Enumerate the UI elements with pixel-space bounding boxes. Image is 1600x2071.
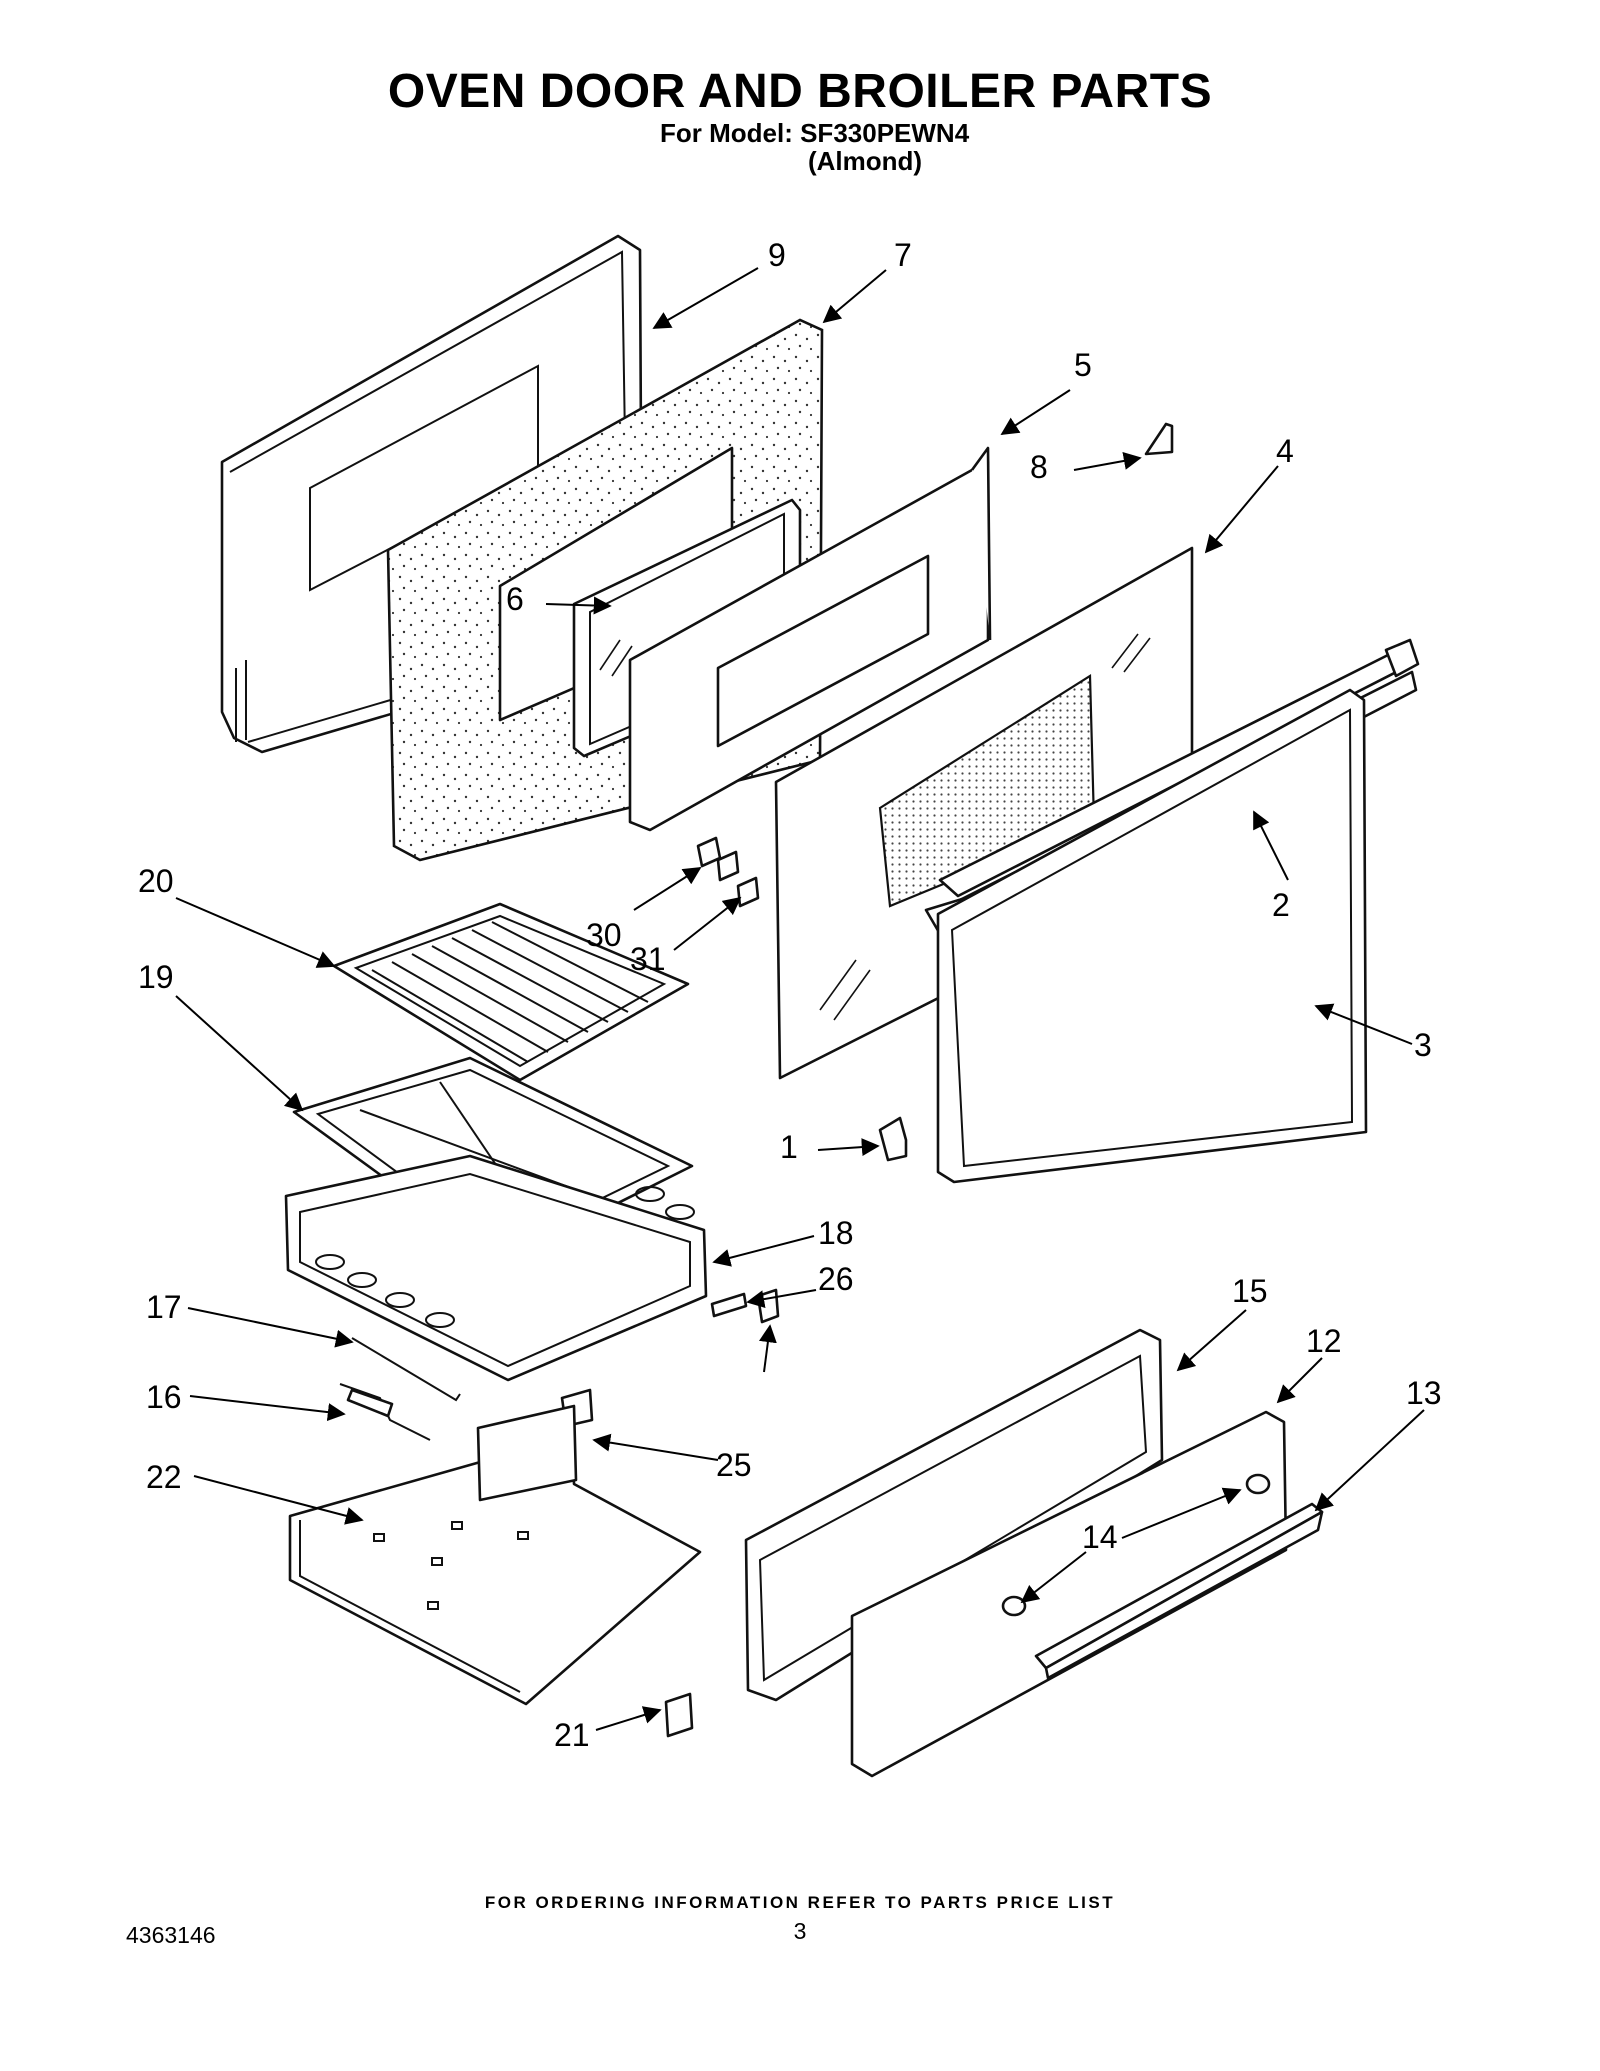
part-15-broiler-door-liner [744,1328,1164,1702]
part-22-broiler-drawer [288,1404,702,1706]
part-20-broiler-grid [332,902,690,1082]
callout-5: 5 [1074,347,1092,383]
document-number: 4363146 [126,1922,216,1948]
part-30-31-spacers [696,836,760,908]
callout-3: 3 [1414,1027,1432,1063]
callout-leaders [175,267,1425,1731]
callout-14: 14 [1082,1519,1118,1555]
callout-19: 19 [138,959,174,995]
callout-6: 6 [506,581,524,617]
ordering-note: FOR ORDERING INFORMATION REFER TO PARTS … [484,1893,1116,1912]
callout-18: 18 [818,1215,854,1251]
callout-15: 15 [1232,1273,1268,1309]
part-17-rod [351,1337,461,1402]
page-title: OVEN DOOR AND BROILER PARTS [387,65,1213,118]
callout-2: 2 [1272,887,1290,923]
part-8-clip [1144,422,1174,456]
callout-26: 26 [818,1261,854,1297]
callout-12: 12 [1306,1323,1342,1359]
callout-8: 8 [1030,449,1048,485]
callout-4: 4 [1276,433,1294,469]
part-26-screw [710,1292,748,1318]
callout-25: 25 [716,1447,752,1483]
callout-16: 16 [146,1379,182,1415]
part-13-handle [1034,1502,1324,1680]
page-number: 3 [793,1918,807,1944]
color-line: (Almond) [808,146,923,176]
part-21-hinge [664,1692,694,1738]
part-14-handle-spacers [1001,1473,1271,1617]
callout-31: 31 [630,941,666,977]
callout-21: 21 [554,1717,590,1753]
callout-13: 13 [1406,1375,1442,1411]
model-line: For Model: SF330PEWN4 [660,118,970,148]
part-12-broiler-door-panel [850,1410,1288,1778]
part-18-broiler-pan [284,1154,708,1382]
callout-numbers: 9 7 5 8 4 6 2 20 30 31 19 3 1 18 26 17 1… [138,237,1442,1753]
part-1-door-stop [878,1116,908,1162]
callout-20: 20 [138,863,174,899]
callout-9: 9 [768,237,786,273]
callout-22: 22 [146,1459,182,1495]
callout-30: 30 [586,917,622,953]
callout-1: 1 [780,1129,798,1165]
part-16-spring [339,1383,431,1441]
callout-7: 7 [894,237,912,273]
part-5-window-frame [628,446,992,832]
callout-17: 17 [146,1289,182,1325]
